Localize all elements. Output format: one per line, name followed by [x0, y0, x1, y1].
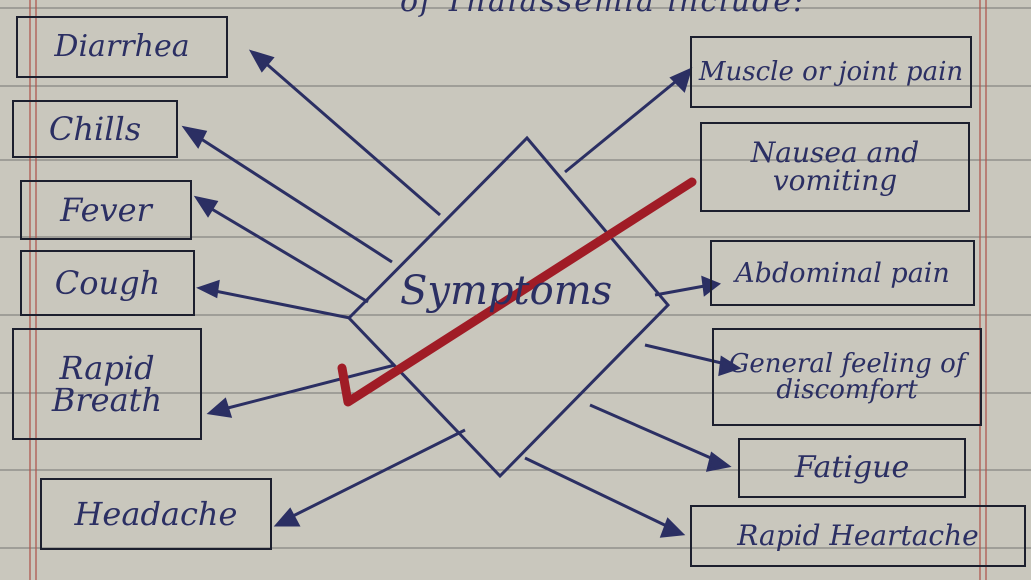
check-mark [337, 177, 697, 407]
symptom-box-rapid-breath: Rapid Breath [12, 328, 202, 440]
page-header: of Thalassemia include: [400, 0, 806, 19]
center-diamond [346, 135, 671, 479]
symptom-box-muscle-joint-pain: Muscle or joint pain [690, 36, 972, 108]
symptom-box-chills: Chills [12, 100, 178, 158]
symptom-box-rapid-heartache: Rapid Heartache [690, 505, 1026, 567]
symptom-box-headache: Headache [40, 478, 272, 550]
symptom-box-diarrhea: Diarrhea [16, 16, 228, 78]
symptom-box-abdominal-pain: Abdominal pain [710, 240, 975, 306]
margin-lines [29, 0, 987, 580]
center-label-symptoms: Symptoms [400, 268, 613, 314]
symptom-box-nausea-vomiting: Nausea and vomiting [700, 122, 970, 212]
symptom-box-fatigue: Fatigue [738, 438, 966, 498]
symptom-box-general-discomfort: General feeling of discomfort [712, 328, 982, 426]
arrows [181, 49, 742, 538]
symptom-box-cough: Cough [20, 250, 195, 316]
symptom-box-fever: Fever [20, 180, 192, 240]
